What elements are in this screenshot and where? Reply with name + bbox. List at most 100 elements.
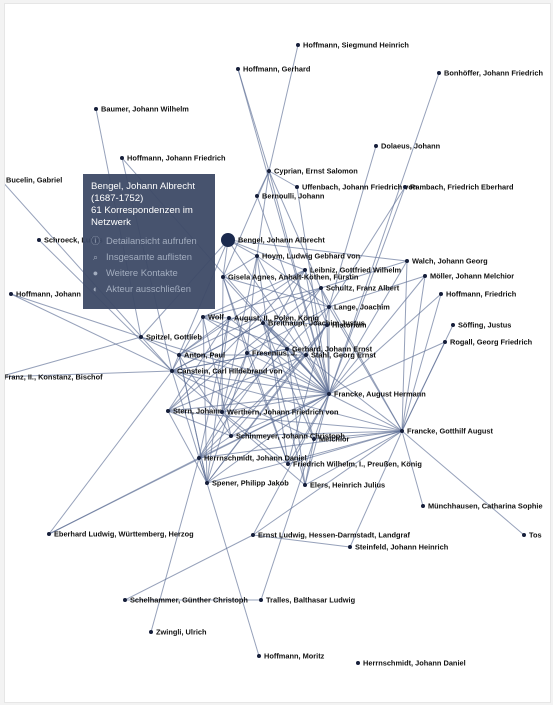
node-dot-ap[interactable] (177, 353, 181, 357)
node-fga[interactable]: Francke, Gotthilf August (400, 427, 493, 436)
node-bg[interactable]: Bucelin, Gabriel (5, 176, 62, 185)
node-label-mcs[interactable]: Münchhausen, Catharina Sophie (428, 502, 543, 511)
node-apk[interactable]: August, II., Polen, König (227, 314, 319, 323)
node-dot-hjd[interactable] (197, 456, 201, 460)
node-dot-ces[interactable] (267, 169, 271, 173)
node-mjm[interactable]: Möller, Johann Melchior (423, 272, 514, 281)
node-label-zu[interactable]: Zwingli, Ulrich (156, 628, 207, 637)
node-dot-hf[interactable] (439, 292, 443, 296)
node-dot-bjf[interactable] (437, 71, 441, 75)
node-mel[interactable]: Melchior (312, 435, 350, 444)
node-label-bjw[interactable]: Baumer, Johann Wilhelm (101, 105, 189, 114)
node-hlgv[interactable]: Hoym, Ludwig Gebhard von (255, 252, 361, 261)
node-fr[interactable]: Fresenius, J. (245, 349, 297, 358)
node-label-ewh[interactable]: Eberhard Ludwig, Württemberg, Herzog (54, 530, 194, 539)
node-label-wa[interactable]: Wolf (208, 313, 224, 322)
node-label-hlgv[interactable]: Hoym, Ludwig Gebhard von (262, 252, 361, 261)
node-label-tbl[interactable]: Tralles, Balthasar Ludwig (266, 596, 356, 605)
node-dot-dj[interactable] (374, 144, 378, 148)
more-contacts-action[interactable]: ● Weitere Kontakte (91, 265, 207, 281)
node-label-sg[interactable]: Spitzel, Gottlieb (146, 333, 202, 342)
node-hm[interactable]: Hoffmann, Moritz (257, 652, 325, 661)
node-label-hj[interactable]: Hoffmann, Johann (16, 290, 81, 299)
node-wa[interactable]: Wolf (201, 313, 224, 322)
node-label-mel[interactable]: Melchior (319, 435, 350, 444)
node-fwpk[interactable]: Friedrich Wilhelm, I., Preußen, König (286, 460, 422, 469)
node-label-sjh[interactable]: Steinfeld, Johann Heinrich (355, 543, 449, 552)
node-dot-hist[interactable] (325, 323, 329, 327)
node-hjd[interactable]: Herrnschmidt, Johann Daniel (197, 454, 307, 463)
node-dot-fwpk[interactable] (286, 462, 290, 466)
node-dot-hm[interactable] (257, 654, 261, 658)
node-label-ces[interactable]: Cyprian, Ernst Salomon (274, 167, 358, 176)
node-sju[interactable]: Söffing, Justus (451, 321, 511, 330)
node-label-lj[interactable]: Lange, Joachim (334, 303, 390, 312)
node-schj[interactable]: Schinmeyer, Johann Christoph (229, 432, 345, 441)
node-label-gje[interactable]: Gerhard, Johann Ernst (292, 345, 373, 354)
node-dot-fr[interactable] (245, 351, 249, 355)
node-label-gaf[interactable]: Gisela Agnes, Anhalt-Köthen, Fürstin (228, 273, 359, 282)
node-label-sge[interactable]: Stahl, Georg Ernst (311, 351, 376, 360)
node-ewh[interactable]: Eberhard Ludwig, Württemberg, Herzog (47, 530, 194, 539)
node-hjd2[interactable]: Herrnschmidt, Johann Daniel (356, 659, 466, 668)
node-dot-sfa[interactable] (319, 286, 323, 290)
node-dot-bj[interactable] (255, 194, 259, 198)
node-dot-hj[interactable] (9, 292, 13, 296)
node-wjg[interactable]: Walch, Johann Georg (405, 257, 488, 266)
node-dot-sjo[interactable] (166, 409, 170, 413)
node-elhd[interactable]: Ernst Ludwig, Hessen-Darmstadt, Landgraf (251, 531, 410, 540)
node-ap[interactable]: Anton, Paul (177, 351, 225, 360)
node-bjf[interactable]: Bonhöffer, Johann Friedrich (437, 69, 543, 78)
node-dot-sc[interactable] (37, 238, 41, 242)
node-dot-fga[interactable] (400, 429, 404, 433)
node-dot-mjm[interactable] (423, 274, 427, 278)
node-label-sgc[interactable]: Schelhammer, Günther Christoph (130, 596, 248, 605)
node-dj[interactable]: Dolaeus, Johann (374, 142, 441, 151)
node-dot-hjd2[interactable] (356, 661, 360, 665)
node-dot-ewh[interactable] (47, 532, 51, 536)
node-label-hist[interactable]: Historium (332, 321, 367, 330)
node-dot-tbl[interactable] (259, 598, 263, 602)
node-bjw[interactable]: Baumer, Johann Wilhelm (94, 105, 189, 114)
node-dot-rgf[interactable] (443, 340, 447, 344)
node-label-rgf[interactable]: Rogall, Georg Friedrich (450, 338, 533, 347)
node-ces[interactable]: Cyprian, Ernst Salomon (267, 167, 358, 176)
exclude-actor-action[interactable]: ◐ Akteur ausschließen (91, 281, 207, 297)
node-gje[interactable]: Gerhard, Johann Ernst (285, 345, 373, 354)
node-dot-hjf[interactable] (120, 156, 124, 160)
node-label-bjf[interactable]: Bonhöffer, Johann Friedrich (444, 69, 543, 78)
node-label-schj[interactable]: Schinmeyer, Johann Christoph (236, 432, 345, 441)
node-dot-lgw[interactable] (303, 268, 307, 272)
node-hj[interactable]: Hoffmann, Johann (9, 290, 81, 299)
node-label-spj[interactable]: Spener, Philipp Jakob (212, 479, 289, 488)
node-label-sju[interactable]: Söffing, Justus (458, 321, 511, 330)
node-label-hg[interactable]: Hoffmann, Gerhard (243, 65, 311, 74)
node-hjf[interactable]: Hoffmann, Johann Friedrich (120, 154, 226, 163)
node-chv[interactable]: Canstein, Carl Hildebrand von (170, 367, 283, 376)
node-label-sfa[interactable]: Schultz, Franz Albert (326, 284, 400, 293)
node-label-dj[interactable]: Dolaeus, Johann (381, 142, 441, 151)
node-label-wjfv[interactable]: Werthern, Johann Friedrich von (227, 408, 339, 417)
node-tos[interactable]: Tos (522, 531, 542, 540)
node-label-fwpk[interactable]: Friedrich Wilhelm, I., Preußen, König (293, 460, 422, 469)
node-label-hjd2[interactable]: Herrnschmidt, Johann Daniel (363, 659, 466, 668)
node-dot-sge[interactable] (304, 353, 308, 357)
node-dot-schj[interactable] (229, 434, 233, 438)
node-label-bja[interactable]: Bengel, Johann Albrecht (238, 236, 325, 245)
node-dot-wjg[interactable] (405, 259, 409, 263)
node-dot-mcs[interactable] (421, 504, 425, 508)
node-label-chv[interactable]: Canstein, Carl Hildebrand von (177, 367, 283, 376)
node-dot-apk[interactable] (227, 316, 231, 320)
node-label-ujf[interactable]: Uffenbach, Johann Friedrich von (302, 183, 418, 192)
node-label-tos[interactable]: Tos (529, 531, 542, 540)
node-sg[interactable]: Spitzel, Gottlieb (139, 333, 202, 342)
node-dot-lj[interactable] (327, 305, 331, 309)
node-dot-mel[interactable] (312, 437, 316, 441)
node-dot-zu[interactable] (149, 630, 153, 634)
node-label-rfe[interactable]: Rambach, Friedrich Eberhard (410, 183, 514, 192)
node-sjo[interactable]: Stern, Johann (166, 407, 223, 416)
node-label-hsh[interactable]: Hoffmann, Siegmund Heinrich (303, 41, 409, 50)
node-label-apk[interactable]: August, II., Polen, König (234, 314, 319, 323)
node-fah[interactable]: Francke, August Hermann (327, 390, 426, 399)
